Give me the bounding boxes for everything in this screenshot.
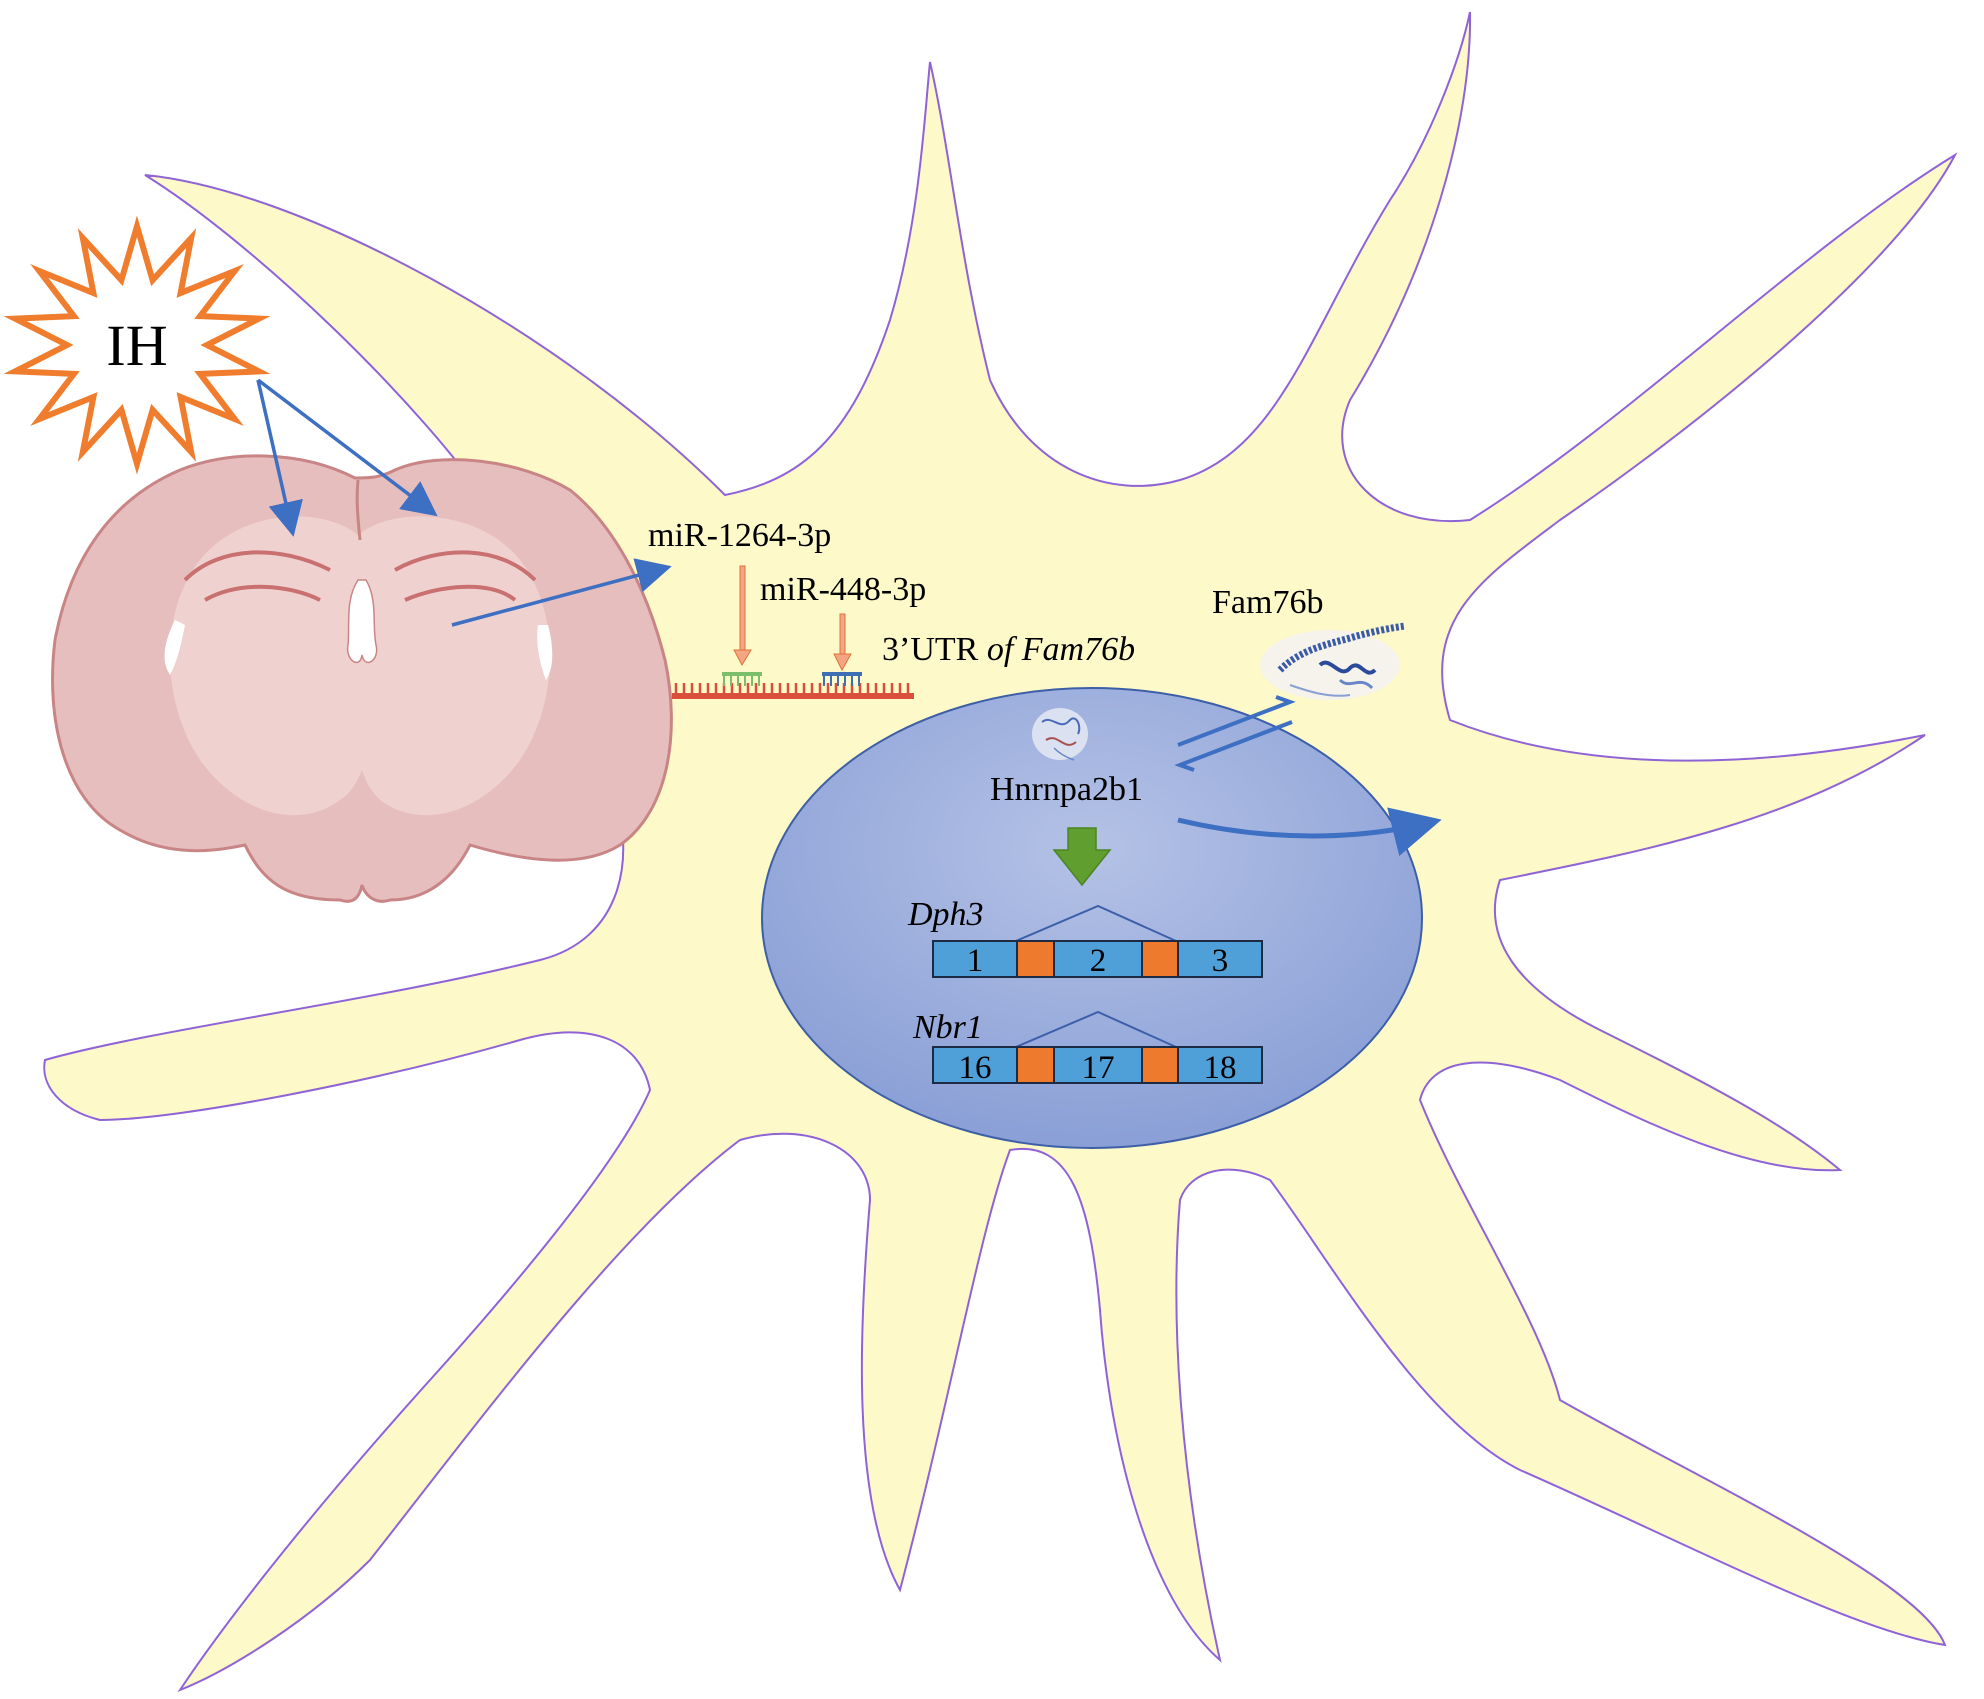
utr-label-gene: of Fam76b — [987, 631, 1135, 668]
utr-label-prefix: 3’UTR — [882, 631, 987, 668]
utr-label: 3’UTR of Fam76b — [882, 631, 1135, 668]
exon-label: 18 — [1204, 1050, 1237, 1086]
hippocampus-right — [394, 550, 537, 602]
arrow-ih-to-left-hemisphere — [256, 379, 303, 537]
gene-dph3-splicing: 1 2 3 — [932, 904, 1263, 979]
brain-section — [51, 454, 673, 903]
starburst-shape — [3, 215, 271, 475]
exon-label: 3 — [1212, 943, 1229, 979]
ventricle — [346, 579, 378, 664]
mirna-448-arrow — [833, 613, 852, 672]
intron-block — [1141, 940, 1179, 978]
exon-block — [932, 940, 1018, 978]
regulation-arrow — [1052, 827, 1112, 887]
lateral-ventricle-right — [537, 625, 553, 680]
exon-label: 16 — [959, 1050, 992, 1086]
gene-nbr1-label: Nbr1 — [912, 1009, 983, 1046]
nuclear-cytoplasmic-exchange-arrows — [1174, 695, 1296, 772]
mirna-448-label: miR-448-3p — [760, 571, 926, 608]
fam76b-label: Fam76b — [1212, 584, 1323, 621]
mirna-1264-binding — [722, 672, 762, 686]
exon-label: 1 — [967, 943, 984, 979]
mirna-448-binding — [822, 672, 862, 686]
exon-block — [1053, 1046, 1143, 1084]
gene-nbr1-splicing: 16 17 18 — [932, 1010, 1263, 1086]
mirna-strand — [822, 672, 862, 676]
gene-dph3-label: Dph3 — [907, 896, 984, 933]
exon-block — [1053, 940, 1143, 978]
utr-mrna-strand — [672, 683, 914, 699]
intron-block — [1016, 940, 1055, 978]
mirna-strand — [722, 672, 762, 676]
brain-inner-region — [170, 516, 550, 816]
exon-block — [932, 1046, 1018, 1084]
exon-label: 17 — [1082, 1050, 1115, 1086]
nucleus — [761, 687, 1423, 1149]
exon-block — [1177, 940, 1263, 978]
exon-block — [1177, 1046, 1263, 1084]
fam76b-protein-structure — [1260, 622, 1406, 700]
intron-block — [1141, 1046, 1179, 1084]
arrow-brain-to-mirna — [451, 558, 672, 627]
lateral-ventricle-left — [164, 620, 185, 675]
hnrnpa2b1-label: Hnrnpa2b1 — [990, 771, 1143, 808]
exon-label: 2 — [1090, 943, 1107, 979]
midline-fissure — [355, 479, 362, 541]
export-arrow — [1177, 807, 1442, 856]
mirna-1264-label: miR-1264-3p — [648, 517, 831, 554]
hippocampus-left — [183, 550, 331, 602]
arrow-ih-to-right-hemisphere — [256, 378, 438, 517]
ih-label: IH — [106, 313, 167, 378]
hnrnpa2b1-protein-structure — [1032, 708, 1088, 761]
intron-block — [1016, 1046, 1055, 1084]
utr-mrna-teeth — [674, 683, 910, 693]
mirna-1264-arrow — [733, 565, 752, 667]
ih-starburst: IH — [3, 215, 271, 475]
